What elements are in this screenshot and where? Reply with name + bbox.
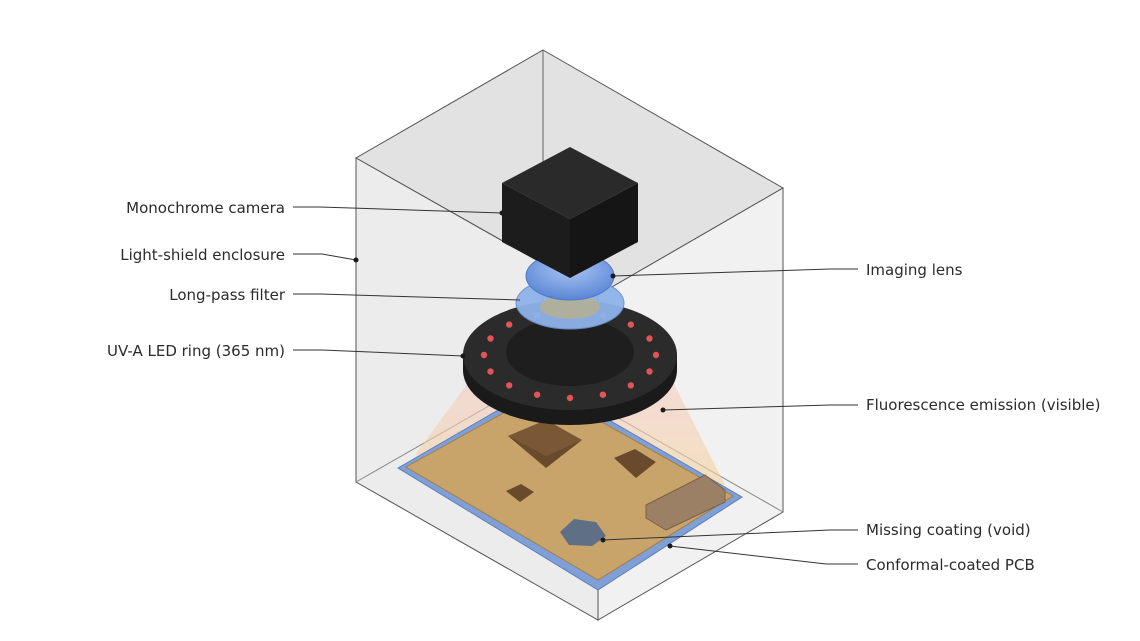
leader-void: [602, 529, 858, 541]
uv-led: [652, 351, 660, 359]
filter-inner: [540, 295, 600, 319]
uv-led: [487, 368, 494, 375]
uv-led: [646, 335, 653, 342]
uv-led: [599, 391, 607, 398]
camera-left: [502, 183, 570, 278]
monochrome-camera: [502, 147, 638, 278]
pcb-chip-large-top: [508, 420, 582, 456]
anchor-lens: [610, 273, 616, 279]
leader-led-ring: [293, 349, 464, 357]
missing-coating-void: [560, 519, 606, 546]
camera-right: [570, 183, 638, 278]
label-missing-coating-void: Missing coating (void): [866, 521, 1031, 539]
uv-led: [627, 321, 634, 328]
label-long-pass-filter: Long-pass filter: [169, 286, 285, 304]
conformal-coated-pcb: [397, 382, 743, 591]
pcb-chip-medium: [614, 449, 656, 478]
anchor-enclosure: [353, 257, 359, 263]
pcb-chip-small: [506, 484, 534, 502]
label-conformal-coated-pcb: Conformal-coated PCB: [866, 556, 1035, 574]
leader-lines: [293, 206, 858, 565]
uv-led: [627, 382, 634, 389]
uv-led: [480, 351, 488, 359]
leader-emission: [662, 404, 858, 411]
anchor-pcb: [667, 543, 673, 549]
uv-led: [487, 335, 494, 342]
anchor-led-ring: [460, 353, 466, 359]
uv-led: [506, 382, 513, 389]
pcb-board: [404, 389, 734, 581]
uv-led: [506, 321, 513, 328]
uv-a-led-ring: [463, 300, 677, 425]
anchor-emission: [660, 407, 666, 413]
uv-led: [533, 391, 541, 398]
leader-enclosure: [293, 253, 357, 261]
label-light-shield-enclosure: Light-shield enclosure: [120, 246, 285, 264]
label-monochrome-camera: Monochrome camera: [126, 199, 285, 217]
leader-camera: [293, 206, 503, 214]
uv-led: [566, 394, 574, 402]
label-uv-a-led-ring: UV-A LED ring (365 nm): [107, 342, 285, 360]
uv-led: [646, 368, 653, 375]
label-imaging-lens: Imaging lens: [866, 261, 963, 279]
anchor-void: [600, 537, 606, 543]
leader-pcb: [669, 545, 858, 565]
label-fluorescence-emission: Fluorescence emission (visible): [866, 396, 1101, 414]
leader-lens: [612, 268, 858, 277]
leader-filter: [293, 293, 521, 301]
pcb-connector: [645, 474, 726, 531]
led-ring-center: [506, 318, 634, 386]
anchor-camera: [499, 210, 505, 216]
